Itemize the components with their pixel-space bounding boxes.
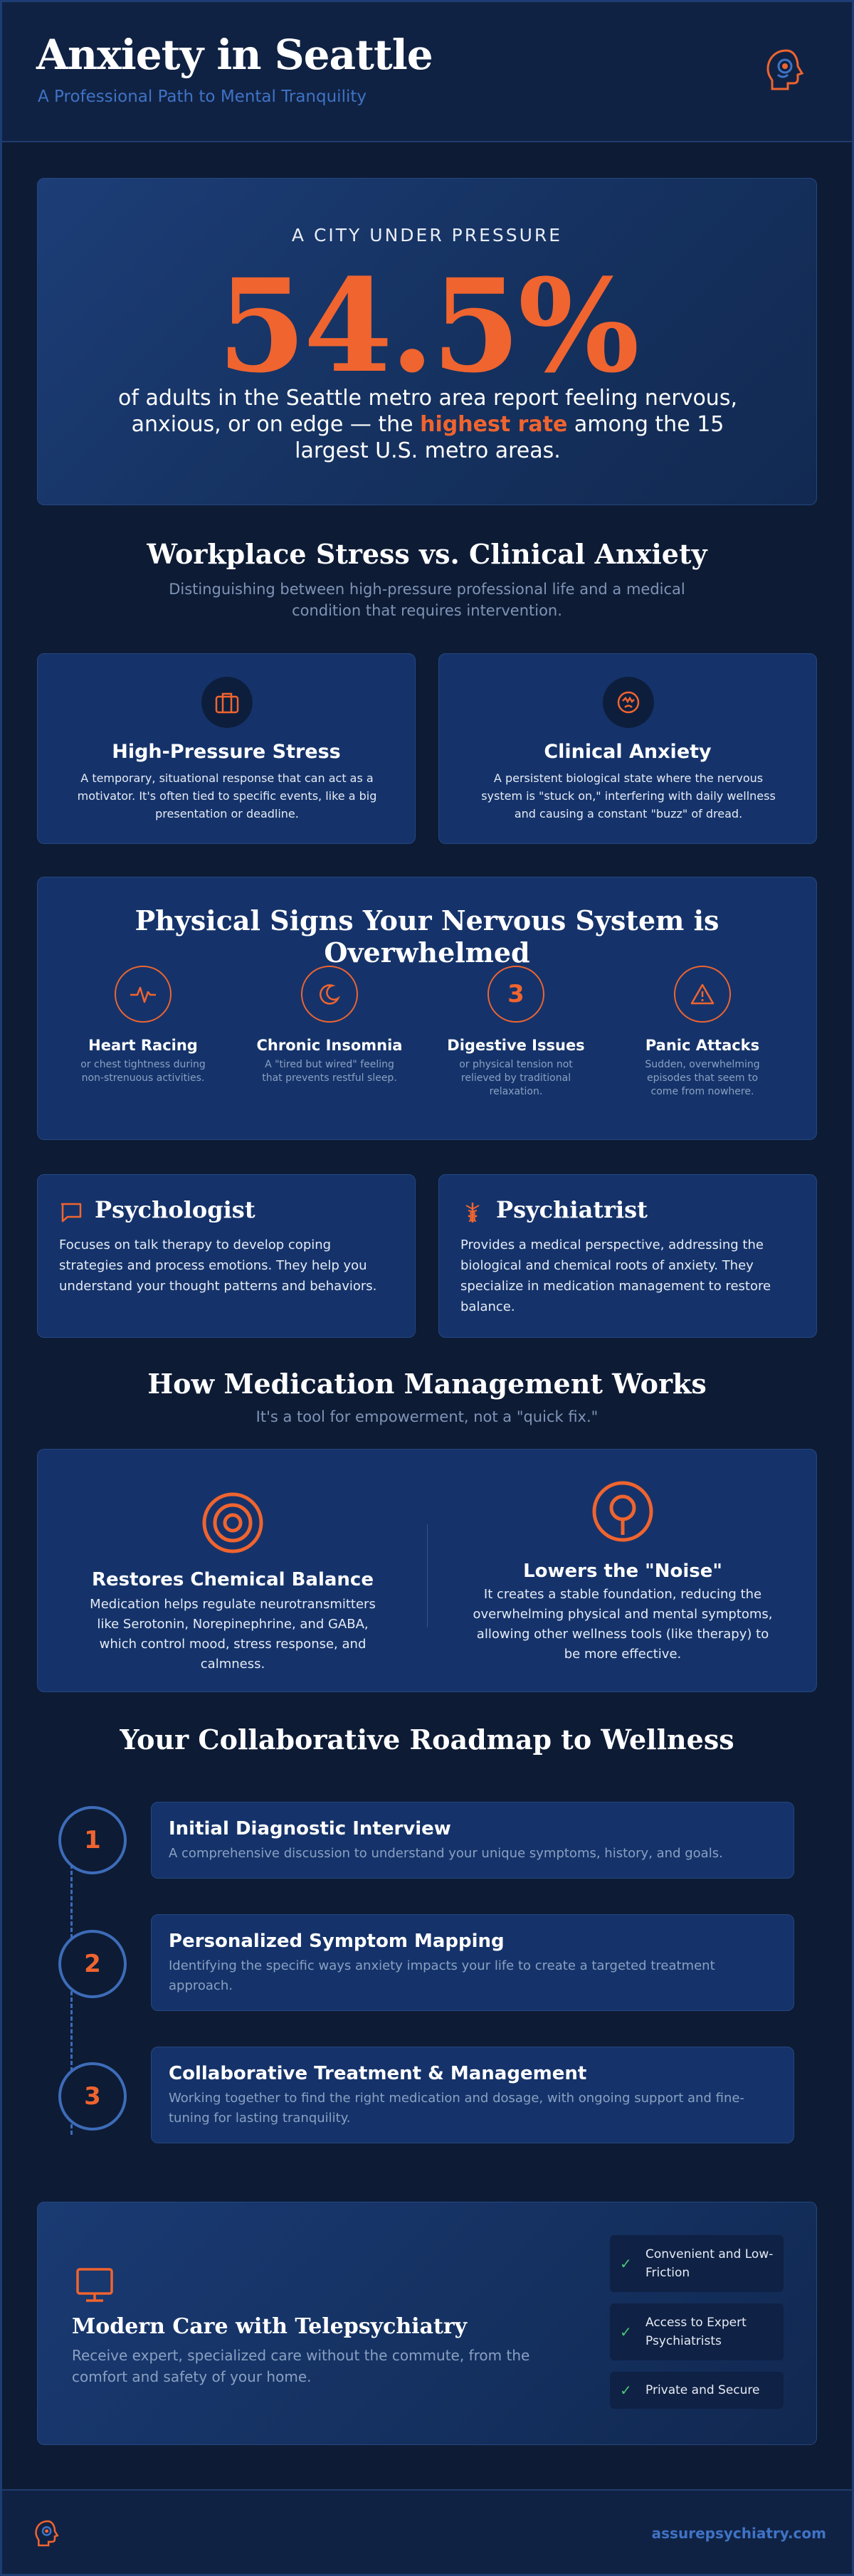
sign-digestive-issues: 3 Digestive Issues or physical tension n… (434, 966, 598, 1129)
feature-text: Private and Secure (645, 2383, 760, 2397)
step-text: A comprehensive discussion to understand… (169, 1846, 723, 1861)
step-text: Identifying the specific ways anxiety im… (169, 1958, 715, 1993)
sign-title: Digestive Issues (447, 1037, 585, 1054)
telepsychiatry-card: Modern Care with Telepsychiatry Receive … (37, 2202, 817, 2445)
roadmap-step-2: Personalized Symptom Mapping Identifying… (151, 1914, 794, 2011)
sign-heart-racing: Heart Racing or chest tightness during n… (61, 966, 225, 1129)
comparison-title: Workplace Stress vs. Clinical Anxiety (147, 538, 707, 570)
hero-description: of adults in the Seattle metro area repo… (109, 385, 747, 464)
medication-item-title: Restores Chemical Balance (92, 1569, 374, 1590)
pin-icon (592, 1481, 653, 1542)
comparison-subtitle: Distinguishing between high-pressure pro… (169, 581, 685, 619)
medication-item-title: Lowers the "Noise" (523, 1561, 722, 1582)
roadmap-step-1: Initial Diagnostic Interview A comprehen… (151, 1802, 794, 1879)
check-icon: ✓ (620, 2323, 632, 2340)
caduceus-icon (465, 1203, 480, 1223)
header: Anxiety in Seattle A Professional Path t… (2, 2, 852, 142)
psychiatrist-title: Psychiatrist (496, 1196, 648, 1223)
sign-number: 3 (507, 980, 524, 1008)
sign-text: or physical tension not relieved by trad… (459, 1059, 573, 1097)
hero-desc-before: of adults in the Seattle metro area repo… (118, 386, 737, 437)
step-number-2: 2 (58, 1930, 127, 1998)
hero-desc-highlight: highest rate (420, 412, 568, 437)
psychologist-card: Psychologist Focuses on talk therapy to … (37, 1174, 416, 1338)
stress-card-text: A temporary, situational response that c… (77, 771, 377, 820)
medication-divider (427, 1524, 428, 1627)
medication-title: How Medication Management Works (147, 1368, 707, 1400)
page-subtitle: A Professional Path to Mental Tranquilit… (38, 88, 367, 106)
head-logo-icon (766, 49, 804, 90)
feature-text: Access to Expert Psychiatrists (645, 2316, 747, 2348)
sign-text: Sudden, overwhelming episodes that seem … (645, 1059, 760, 1097)
medication-item-text: Medication helps regulate neurotransmitt… (90, 1597, 376, 1672)
sign-panic-attacks: Panic Attacks Sudden, overwhelming episo… (621, 966, 784, 1129)
sign-text: or chest tightness during non-strenuous … (80, 1059, 206, 1084)
sign-chronic-insomnia: Chronic Insomnia A "tired but wired" fee… (248, 966, 411, 1129)
monitor-icon (76, 2268, 113, 2302)
step-title: Initial Diagnostic Interview (169, 1818, 451, 1839)
medication-item-chemical-balance: Restores Chemical Balance Medication hel… (38, 1450, 428, 1693)
feature-pill: ✓ Convenient and Low-Friction (610, 2235, 784, 2292)
medication-item-lowers-noise: Lowers the "Noise" It creates a stable f… (428, 1450, 818, 1693)
step-title: Collaborative Treatment & Management (169, 2063, 587, 2084)
step-text: Working together to find the right medic… (169, 2091, 744, 2126)
hero-desc-after: among the 15 largest U.S. metro areas. (295, 412, 724, 463)
signs-card: Physical Signs Your Nervous System is Ov… (37, 877, 817, 1140)
medication-card: Restores Chemical Balance Medication hel… (37, 1449, 817, 1692)
check-icon: ✓ (620, 2255, 632, 2272)
feature-pill: ✓ Access to Expert Psychiatrists (610, 2303, 784, 2360)
heartbeat-icon (115, 966, 172, 1023)
check-icon: ✓ (620, 2382, 632, 2399)
head-logo-icon (35, 2520, 59, 2547)
number-icon: 3 (487, 966, 544, 1023)
roadmap-step-3: Collaborative Treatment & Management Wor… (151, 2047, 794, 2143)
step-number-3: 3 (58, 2062, 127, 2131)
website-link[interactable]: assurepsychiatry.com (651, 2525, 826, 2542)
psychologist-title: Psychologist (95, 1196, 255, 1223)
signs-title: Physical Signs Your Nervous System is Ov… (135, 904, 719, 968)
medication-item-text: It creates a stable foundation, reducing… (473, 1587, 773, 1662)
moon-icon (301, 966, 358, 1023)
psychiatrist-card: Psychiatrist Provides a medical perspect… (438, 1174, 817, 1338)
roadmap-title: Your Collaborative Roadmap to Wellness (120, 1724, 734, 1756)
stress-card-title: High-Pressure Stress (112, 741, 341, 763)
footer: assurepsychiatry.com (2, 2489, 852, 2574)
feature-text: Convenient and Low-Friction (645, 2247, 774, 2280)
stress-card: High-Pressure Stress A temporary, situat… (37, 653, 416, 844)
stressed-face-icon (603, 677, 654, 728)
hero-card: A CITY UNDER PRESSURE 54.5% of adults in… (37, 178, 817, 505)
anxiety-card: Clinical Anxiety A persistent biological… (438, 653, 817, 844)
briefcase-icon (201, 677, 253, 728)
roadmap-connector (70, 1864, 73, 2135)
target-icon (202, 1492, 263, 1553)
sign-title: Panic Attacks (645, 1037, 760, 1054)
warning-icon (674, 966, 731, 1023)
psychiatrist-text: Provides a medical perspective, addressi… (460, 1237, 771, 1314)
feature-pill: ✓ Private and Secure (610, 2372, 784, 2409)
page-title: Anxiety in Seattle (36, 31, 433, 79)
telepsychiatry-title: Modern Care with Telepsychiatry (72, 2314, 468, 2339)
hero-kicker: A CITY UNDER PRESSURE (291, 225, 563, 246)
anxiety-card-text: A persistent biological state where the … (481, 771, 776, 820)
step-number-1: 1 (58, 1806, 127, 1874)
medication-subtitle: It's a tool for empowerment, not a "quic… (255, 1408, 599, 1425)
chat-icon (60, 1203, 82, 1223)
telepsychiatry-text: Receive expert, specialized care without… (72, 2347, 530, 2385)
step-title: Personalized Symptom Mapping (169, 1931, 505, 1952)
sign-title: Chronic Insomnia (256, 1037, 403, 1054)
sign-title: Heart Racing (88, 1037, 198, 1054)
sign-text: A "tired but wired" feeling that prevent… (262, 1059, 397, 1084)
anxiety-card-title: Clinical Anxiety (544, 741, 712, 763)
hero-stat: 54.5% (217, 251, 639, 401)
psychologist-text: Focuses on talk therapy to develop copin… (59, 1237, 377, 1294)
